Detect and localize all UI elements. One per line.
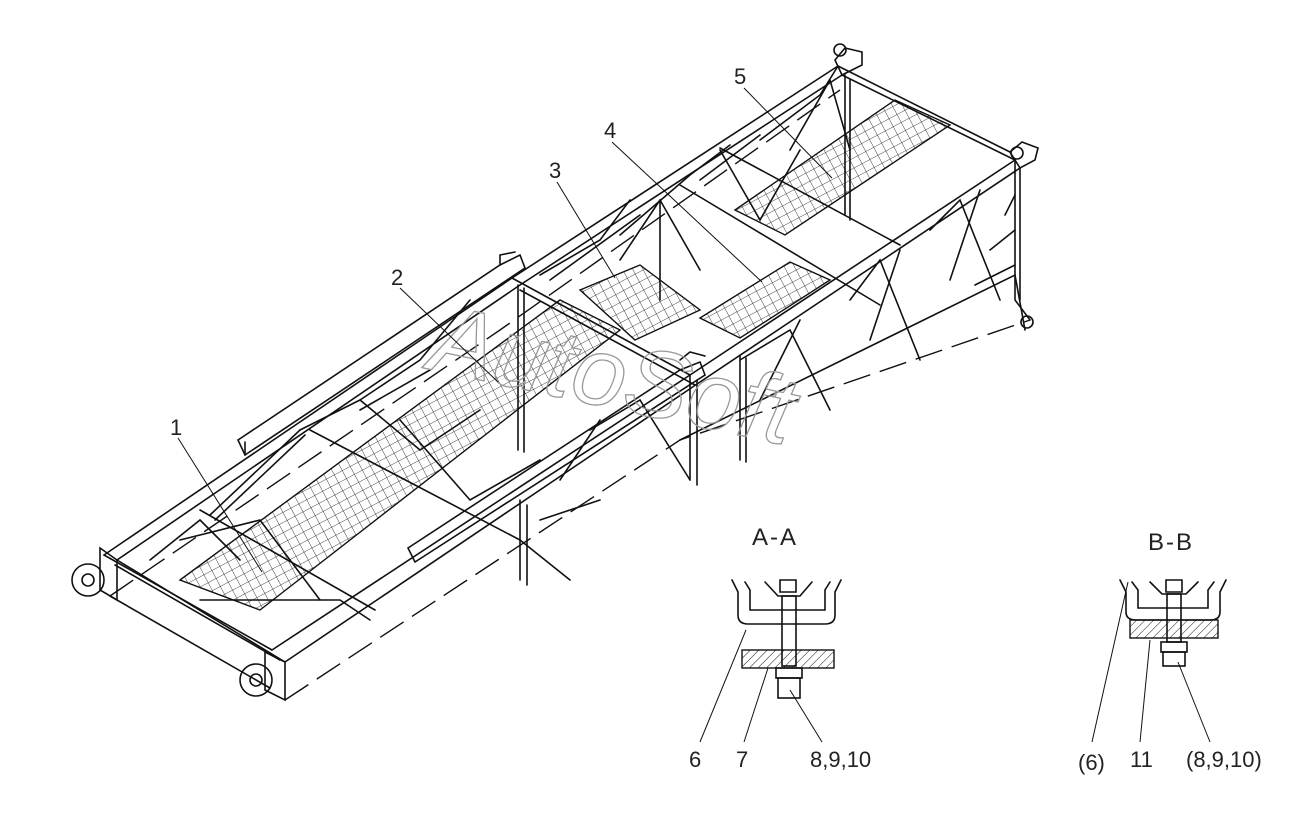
section-a-label-7: 7: [736, 747, 748, 772]
callout-3: 3: [549, 158, 561, 183]
guide-rail-upper: [236, 251, 526, 457]
walkway-mesh-upper: [733, 99, 952, 236]
callout-4: 4: [604, 118, 616, 143]
section-b-label-11: 11: [1130, 747, 1153, 772]
section-b-title: B-B: [1148, 529, 1194, 556]
callout-5: 5: [734, 64, 746, 89]
guide-rail-lower: [406, 351, 706, 564]
walkway-mesh-right-low: [698, 261, 832, 339]
left-end-frame: [71, 546, 286, 702]
boom-lattice: [71, 43, 1039, 702]
bottom-chord-left-hidden: [109, 89, 841, 597]
section-a-title: A-A: [752, 524, 798, 551]
top-chord-left-inner: [116, 74, 843, 561]
right-end-frame: [833, 43, 1039, 329]
section-a-label-6: 6: [689, 747, 701, 772]
section-b-b: B-B (6) 11 (8,9,10): [1078, 529, 1262, 775]
section-a-a: A-A 6 7 8,9,10: [689, 524, 871, 772]
section-b-label-6: (6): [1078, 750, 1105, 775]
callout-1: 1: [170, 415, 182, 440]
callout-2: 2: [391, 265, 403, 290]
walkway-mesh-lower: [178, 299, 622, 611]
callout-leaders: [177, 87, 833, 573]
section-a-label-8-9-10: 8,9,10: [810, 747, 871, 772]
section-b-label-8-9-10: (8,9,10): [1186, 747, 1262, 772]
walkway-mesh-mid: [578, 264, 702, 341]
top-chord-right-inner: [284, 167, 1021, 663]
